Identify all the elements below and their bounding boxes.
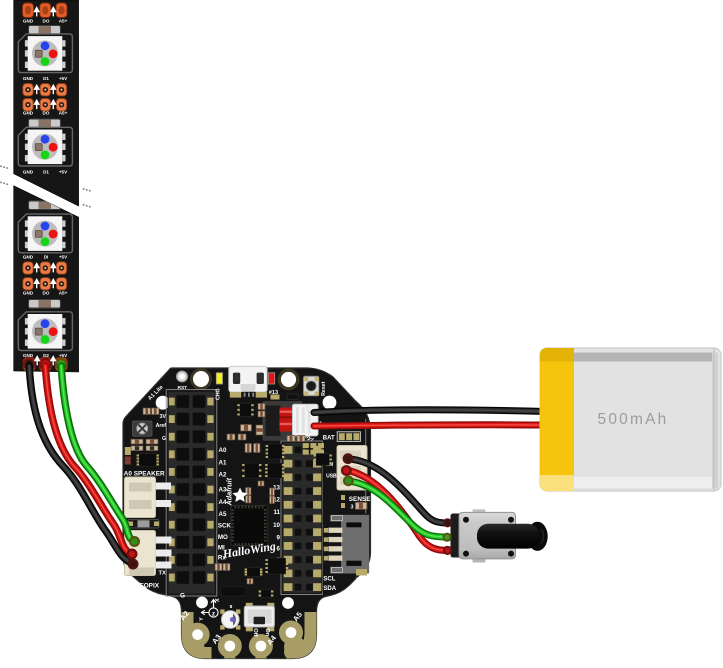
svg-text:I²C: I²C <box>356 577 365 584</box>
svg-text:8: 8 <box>230 604 233 610</box>
svg-text:Y: Y <box>199 617 205 621</box>
svg-text:4 NEOPIX: 4 NEOPIX <box>130 583 160 590</box>
svg-text:A5+: A5+ <box>59 19 68 24</box>
svg-text:G: G <box>180 593 185 600</box>
svg-text:A2: A2 <box>219 472 227 479</box>
svg-text:EN: EN <box>326 462 333 468</box>
svg-text:MO: MO <box>218 534 228 541</box>
svg-text:3: 3 <box>351 504 354 510</box>
svg-text:A1: A1 <box>219 459 227 466</box>
svg-text:+5V: +5V <box>59 76 68 81</box>
svg-text:SCK: SCK <box>218 523 232 530</box>
svg-text:D1: D1 <box>43 76 49 81</box>
svg-text:z: z <box>212 611 216 618</box>
svg-text:GND: GND <box>23 19 34 24</box>
svg-text:11: 11 <box>273 509 280 516</box>
svg-text:+5V: +5V <box>59 353 68 358</box>
svg-text:RST: RST <box>178 385 188 391</box>
svg-text:A5: A5 <box>219 511 227 518</box>
svg-text:D2: D2 <box>43 353 49 358</box>
svg-text:Adafruit: Adafruit <box>225 477 234 506</box>
svg-text:GND: GND <box>23 353 34 358</box>
svg-text:A5+: A5+ <box>59 111 68 116</box>
svg-text:D1: D1 <box>43 169 49 174</box>
svg-text:#13: #13 <box>269 390 278 396</box>
svg-text:GND: GND <box>23 255 34 260</box>
svg-text:+5V: +5V <box>59 255 68 260</box>
svg-text:GND: GND <box>23 290 34 295</box>
svg-text:12: 12 <box>273 497 280 504</box>
svg-text:DO: DO <box>43 111 50 116</box>
svg-text:BAT: BAT <box>323 436 335 442</box>
svg-text:MI: MI <box>218 545 225 552</box>
svg-text:TX: TX <box>159 571 167 577</box>
svg-text:G: G <box>162 436 166 442</box>
svg-text:Reset: Reset <box>321 381 327 395</box>
svg-text:SDA: SDA <box>323 586 336 592</box>
svg-text:SCL: SCL <box>323 577 335 583</box>
svg-text:500mAh: 500mAh <box>598 411 669 428</box>
svg-text:Rx: Rx <box>218 554 226 561</box>
svg-text:CHG: CHG <box>216 388 222 400</box>
svg-text:DI: DI <box>44 255 49 260</box>
svg-text:X: X <box>215 598 221 602</box>
svg-text:13: 13 <box>273 485 280 492</box>
svg-text:SENSE: SENSE <box>349 496 371 503</box>
svg-text:Aref: Aref <box>156 423 167 429</box>
svg-text:9: 9 <box>277 535 281 542</box>
svg-text:USB: USB <box>326 473 337 479</box>
svg-text:A0: A0 <box>219 447 227 454</box>
svg-text:DO: DO <box>43 290 50 295</box>
svg-text:6: 6 <box>277 546 281 553</box>
svg-text:3V: 3V <box>160 414 167 420</box>
svg-text:GND: GND <box>23 76 34 81</box>
svg-text:10: 10 <box>273 522 280 529</box>
svg-text:On: On <box>264 628 270 637</box>
svg-text:Off: Off <box>252 628 258 636</box>
svg-text:nly!: nly! <box>302 433 314 444</box>
svg-text:GND: GND <box>23 169 34 174</box>
svg-text:A0 SPEAKER: A0 SPEAKER <box>124 471 165 478</box>
svg-text:A5+: A5+ <box>59 290 68 295</box>
svg-text:GND: GND <box>23 111 34 116</box>
svg-text:A4: A4 <box>219 499 227 506</box>
svg-text:+5V: +5V <box>59 169 68 174</box>
svg-text:DO: DO <box>43 19 50 24</box>
svg-text:A3: A3 <box>219 487 227 494</box>
